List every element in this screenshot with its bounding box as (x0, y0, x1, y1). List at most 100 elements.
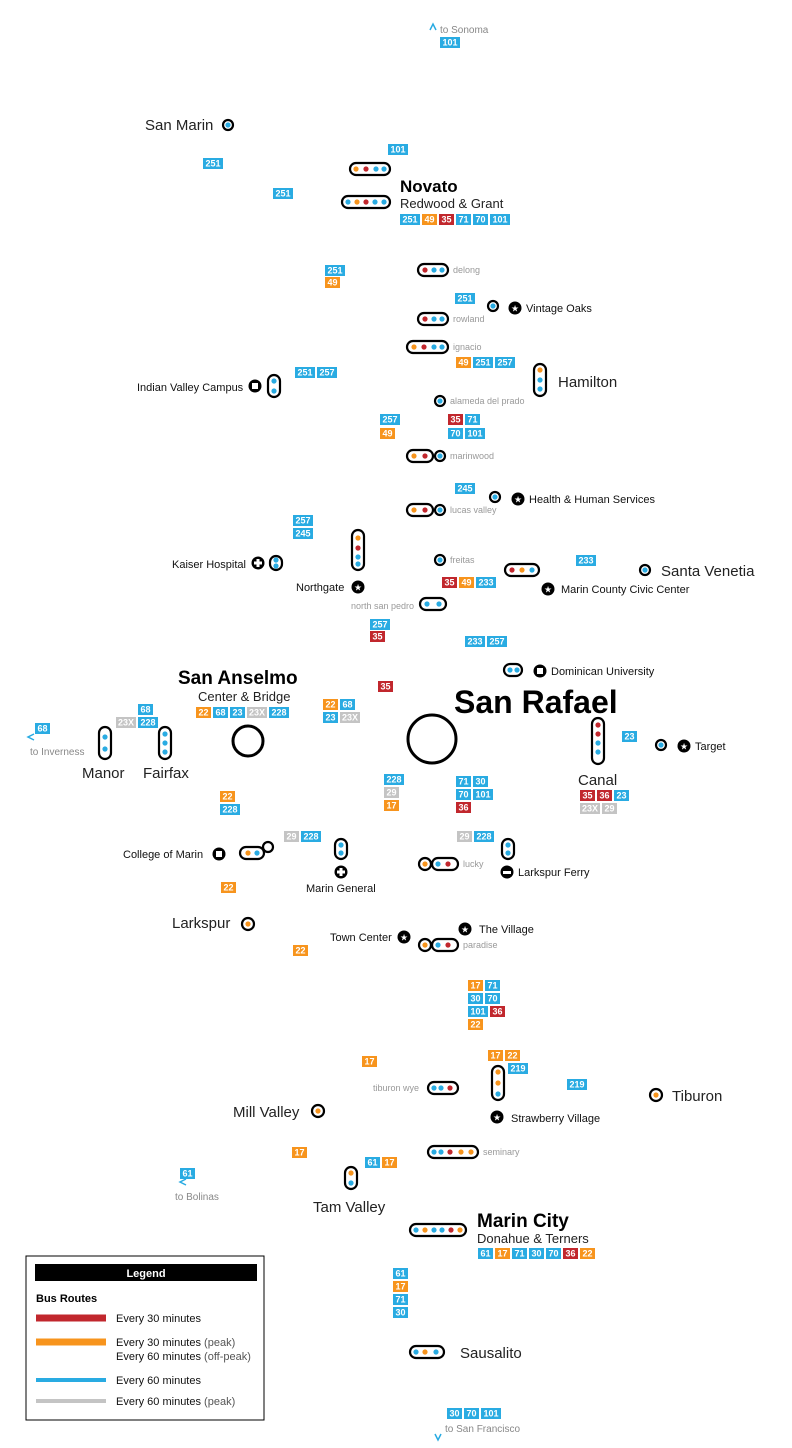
stop-marker-tam-valley[interactable] (343, 1165, 359, 1191)
route-badge[interactable] (468, 1019, 483, 1030)
route-badge[interactable] (293, 945, 308, 956)
route-badge[interactable] (180, 1168, 195, 1179)
route-badge[interactable] (490, 214, 510, 225)
route-badge[interactable] (576, 555, 596, 566)
route-badge[interactable] (293, 515, 313, 526)
route-badge[interactable] (580, 790, 595, 801)
route-badge[interactable] (448, 428, 463, 439)
route-badge[interactable] (447, 1408, 462, 1419)
route-badge[interactable] (478, 1248, 493, 1259)
route-badge[interactable] (473, 776, 488, 787)
stop-marker-marinwood[interactable] (405, 448, 435, 464)
route-badge[interactable] (221, 882, 236, 893)
route-badge[interactable] (388, 144, 408, 155)
route-badge[interactable] (340, 699, 355, 710)
route-badge[interactable] (439, 214, 454, 225)
hub-san-rafael[interactable] (406, 713, 458, 765)
stop-marker-larkspur-ferry[interactable] (500, 837, 516, 861)
route-badge[interactable] (481, 1408, 501, 1419)
route-badge[interactable] (273, 188, 293, 199)
route-badge[interactable] (490, 1006, 505, 1017)
route-badge[interactable] (317, 367, 337, 378)
route-badge[interactable] (393, 1294, 408, 1305)
route-badge[interactable] (400, 214, 420, 225)
stop-marker-novato-north[interactable] (348, 161, 392, 177)
stop-marker-lucas-valley[interactable] (405, 502, 435, 518)
route-badge[interactable] (468, 980, 483, 991)
route-badge[interactable] (474, 831, 494, 842)
route-badge[interactable] (485, 980, 500, 991)
route-badge[interactable] (370, 631, 385, 642)
route-badge[interactable] (380, 414, 400, 425)
route-badge[interactable] (457, 831, 472, 842)
route-badge[interactable] (292, 1147, 307, 1158)
route-badge[interactable] (382, 1157, 397, 1168)
route-badge[interactable] (393, 1268, 408, 1279)
route-badge[interactable] (468, 1006, 488, 1017)
route-badge[interactable] (567, 1079, 587, 1090)
route-badge[interactable] (422, 214, 437, 225)
route-badge[interactable] (220, 804, 240, 815)
route-badge[interactable] (323, 712, 338, 723)
route-badge[interactable] (455, 483, 475, 494)
route-badge[interactable] (464, 1408, 479, 1419)
stop-marker-lucky[interactable] (430, 856, 460, 872)
route-badge[interactable] (325, 265, 345, 276)
route-badge[interactable] (563, 1248, 578, 1259)
route-badge[interactable] (580, 1248, 595, 1259)
route-badge[interactable] (488, 1050, 503, 1061)
stop-marker-ignacio[interactable] (405, 339, 450, 355)
route-badge[interactable] (495, 1248, 510, 1259)
stop-marker-indian-valley[interactable] (266, 373, 282, 399)
stop-marker-college-east[interactable] (261, 840, 275, 854)
stop-marker-north-san-pedro[interactable] (418, 596, 448, 612)
route-badge[interactable] (301, 831, 321, 842)
route-badge[interactable] (138, 704, 153, 715)
route-badge[interactable] (602, 803, 617, 814)
route-badge[interactable] (284, 831, 299, 842)
route-badge[interactable] (295, 367, 315, 378)
route-badge[interactable] (495, 357, 515, 368)
route-badge[interactable] (473, 214, 488, 225)
route-badge[interactable] (485, 993, 500, 1004)
route-badge[interactable] (203, 158, 223, 169)
stop-marker-kaiser[interactable] (268, 554, 284, 572)
route-badge[interactable] (546, 1248, 561, 1259)
route-badge[interactable] (230, 707, 245, 718)
route-badge[interactable] (213, 707, 228, 718)
stop-marker-marin-city[interactable] (408, 1222, 468, 1238)
route-badge[interactable] (465, 414, 480, 425)
route-badge[interactable] (269, 707, 289, 718)
stop-marker-dominican[interactable] (502, 662, 524, 678)
stop-marker-manor[interactable] (97, 725, 113, 761)
route-badge[interactable] (380, 428, 395, 439)
stop-marker-marin-general[interactable] (333, 837, 349, 861)
route-badge[interactable] (384, 787, 399, 798)
route-badge[interactable] (456, 776, 471, 787)
route-badge[interactable] (325, 277, 340, 288)
route-badge[interactable] (440, 37, 460, 48)
route-badge[interactable] (393, 1307, 408, 1318)
route-badge[interactable] (465, 636, 485, 647)
route-badge[interactable] (622, 731, 637, 742)
route-badge[interactable] (465, 428, 485, 439)
route-badge[interactable] (614, 790, 629, 801)
route-badge[interactable] (456, 789, 471, 800)
route-badge[interactable] (362, 1056, 377, 1067)
route-badge[interactable] (505, 1050, 520, 1061)
route-badge[interactable] (384, 774, 404, 785)
route-badge[interactable] (456, 357, 471, 368)
route-badge[interactable] (220, 791, 235, 802)
route-badge[interactable] (370, 619, 390, 630)
route-badge[interactable] (487, 636, 507, 647)
route-badge[interactable] (459, 577, 474, 588)
route-badge[interactable] (196, 707, 211, 718)
route-badge[interactable] (247, 707, 267, 718)
route-badge[interactable] (384, 800, 399, 811)
stop-marker-paradise[interactable] (430, 937, 460, 953)
route-badge[interactable] (393, 1281, 408, 1292)
route-badge[interactable] (597, 790, 612, 801)
route-badge[interactable] (456, 802, 471, 813)
route-badge[interactable] (476, 577, 496, 588)
route-badge[interactable] (293, 528, 313, 539)
